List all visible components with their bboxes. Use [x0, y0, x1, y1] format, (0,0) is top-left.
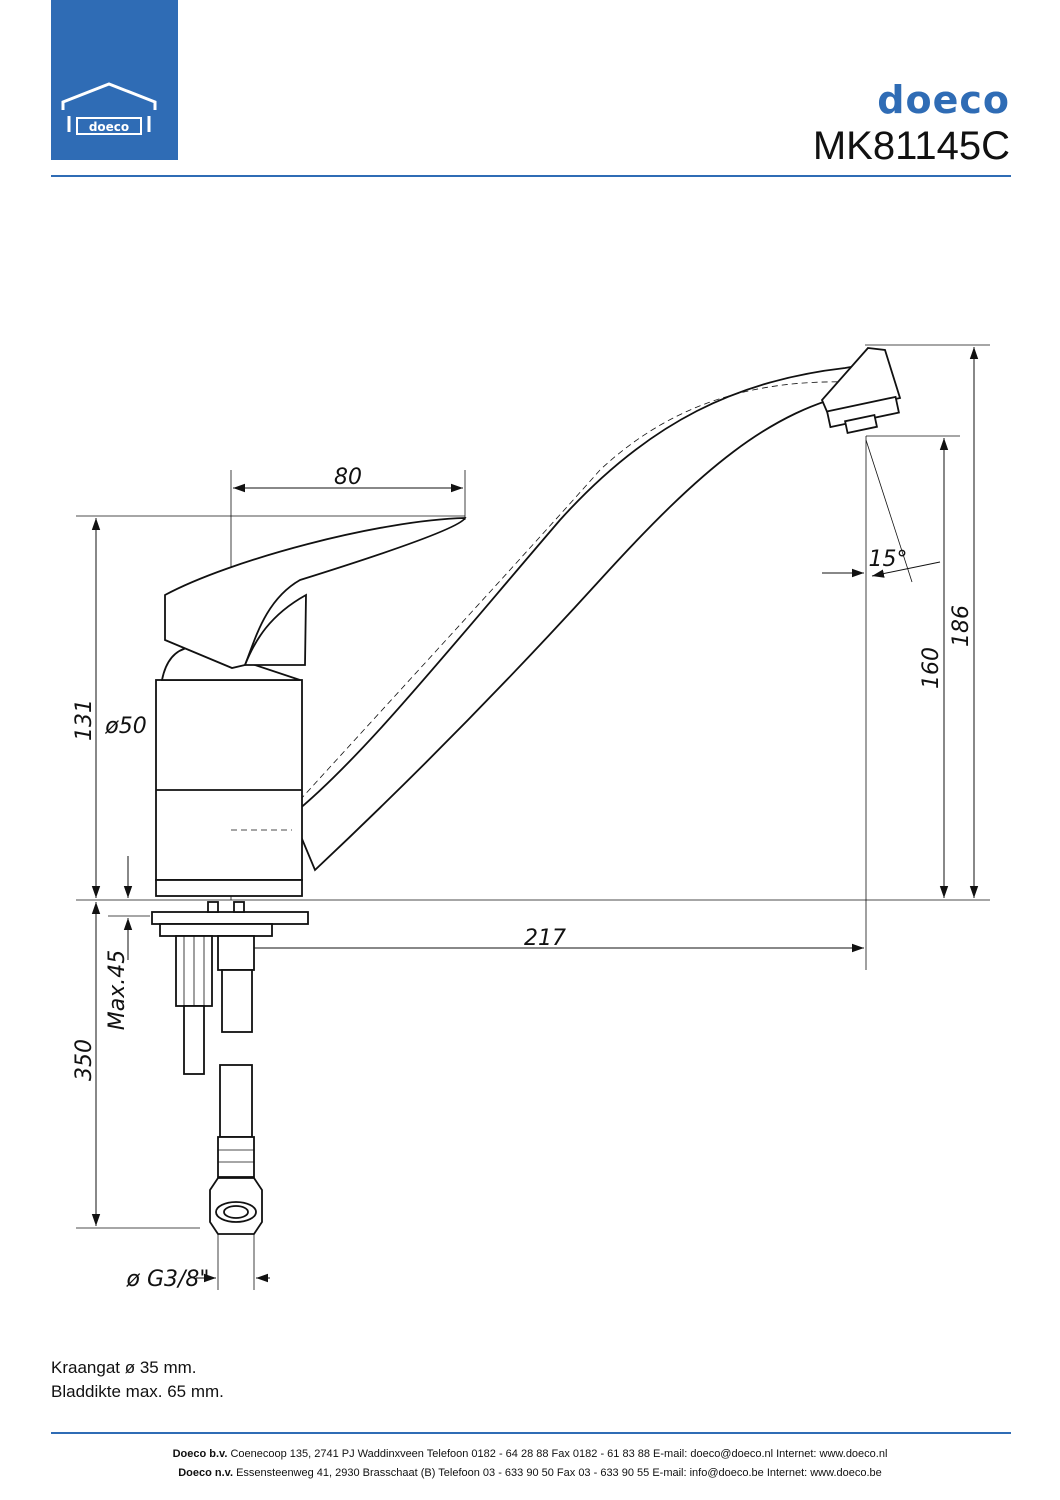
installation-notes: Kraangat ø 35 mm. Bladdikte max. 65 mm. [51, 1356, 224, 1404]
footer-line-nl: Doeco b.v. Coenecoop 135, 2741 PJ Waddin… [0, 1448, 1060, 1460]
dim-body-diameter: ø50 [104, 714, 146, 739]
house-logo-icon: doeco [61, 82, 157, 135]
dim-body-height: 131 [72, 699, 97, 741]
footer-address-nl: Coenecoop 135, 2741 PJ Waddinxveen Telef… [230, 1448, 888, 1460]
note-counter-thickness: Bladdikte max. 65 mm. [51, 1382, 224, 1401]
dim-handle-length: 80 [334, 465, 362, 490]
dim-spout-reach: 217 [524, 926, 566, 951]
brand-name: doeco [877, 78, 1010, 122]
dim-spout-clearance: 160 [919, 647, 944, 689]
dim-connection: ø G3/8" [125, 1267, 209, 1292]
faucet [151, 347, 902, 1235]
footer-divider [51, 1432, 1011, 1434]
header-divider [51, 175, 1011, 177]
footer-line-be: Doeco n.v. Essensteenweg 41, 2930 Brassc… [0, 1467, 1060, 1479]
model-number: MK81145C [812, 124, 1010, 168]
dim-total-height: 186 [949, 605, 974, 647]
dim-max-thickness: Max.45 [105, 950, 130, 1030]
footer-address-be: Essensteenweg 41, 2930 Brasschaat (B) Te… [236, 1467, 882, 1479]
company-logo: doeco [51, 0, 178, 160]
note-tap-hole: Kraangat ø 35 mm. [51, 1358, 197, 1377]
dim-spout-angle: 15° [869, 547, 908, 572]
footer-company-nl: Doeco b.v. [172, 1448, 228, 1460]
logo-text: doeco [89, 120, 129, 134]
dim-hose-length: 350 [72, 1039, 97, 1081]
footer-company-be: Doeco n.v. [178, 1467, 234, 1479]
